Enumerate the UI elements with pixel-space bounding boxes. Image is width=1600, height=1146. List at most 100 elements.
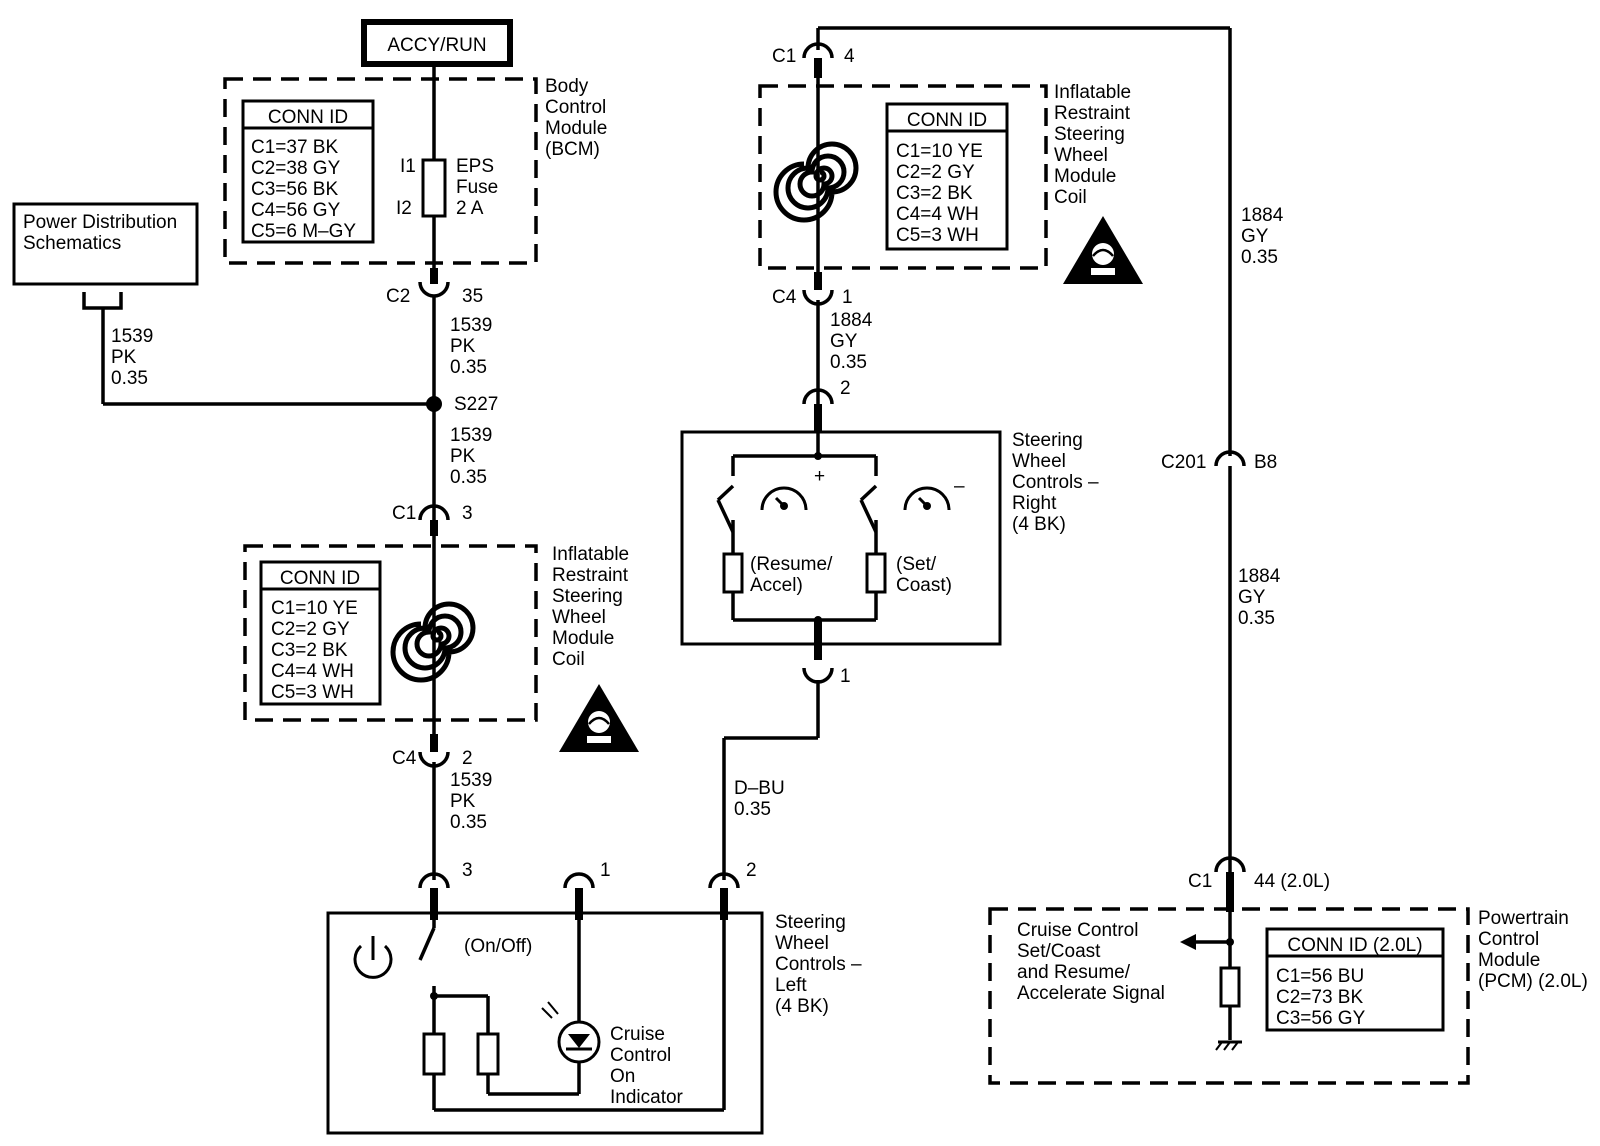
svg-text:PK: PK [450, 446, 476, 467]
svg-text:0.35: 0.35 [450, 467, 487, 488]
resistor-icon [1219, 966, 1241, 1008]
bcm-conn-id-title: CONN ID [268, 107, 348, 128]
fuse-label-line: Fuse [456, 177, 498, 198]
fuse-pin-out: I2 [396, 198, 412, 219]
svg-text:2: 2 [840, 378, 851, 399]
body-control-module: CONN ID C1=37 BK C2=38 GY C3=56 BK C4=56… [223, 76, 607, 265]
svg-text:0.35: 0.35 [734, 799, 771, 820]
svg-text:CONN ID: CONN ID [907, 110, 987, 131]
onoff-label: (On/Off) [464, 936, 532, 957]
svg-text:GY: GY [830, 331, 858, 352]
coil-left-c1-connector: C1 3 [392, 503, 473, 536]
steering-wheel-controls-left: Steering Wheel Controls – Left (4 BK) 3 … [326, 860, 862, 1135]
svg-text:PK: PK [111, 347, 137, 368]
svg-text:Coil: Coil [1054, 187, 1087, 208]
svg-text:1884: 1884 [1238, 566, 1281, 587]
svg-text:C2=73 BK: C2=73 BK [1276, 987, 1363, 1008]
svg-text:C4: C4 [772, 287, 797, 308]
resistor-icon [422, 1032, 446, 1076]
power-distribution-label-1: Power Distribution [23, 212, 177, 233]
svg-text:(Set/: (Set/ [896, 554, 937, 575]
coil-right-c1-connector: C1 4 [772, 42, 855, 78]
svg-text:Steering: Steering [1054, 124, 1125, 145]
svg-text:0.35: 0.35 [450, 812, 487, 833]
svg-text:CONN ID (2.0L): CONN ID (2.0L) [1287, 935, 1422, 956]
svg-text:C2=2 GY: C2=2 GY [271, 619, 350, 640]
svg-text:C3=2 BK: C3=2 BK [896, 183, 973, 204]
svg-text:1: 1 [840, 666, 851, 687]
connector-c201: C201 B8 [1161, 450, 1277, 473]
svg-text:D–BU: D–BU [734, 778, 785, 799]
steering-wheel-controls-right: 2 Steering Wheel Controls – Right (4 BK)… [680, 378, 1099, 687]
svg-text:Restraint: Restraint [552, 565, 629, 586]
wire-label-1884-c: 1884 GY 0.35 [1238, 566, 1281, 629]
svg-text:Left: Left [775, 975, 807, 996]
bcm-conn-row: C4=56 GY [251, 200, 341, 221]
power-button-icon [353, 936, 393, 979]
power-distribution-box: Power Distribution Schematics [12, 202, 199, 286]
svg-text:(4 BK): (4 BK) [1012, 514, 1066, 535]
svg-text:0.35: 0.35 [111, 368, 148, 389]
svg-text:1539: 1539 [450, 425, 492, 446]
svg-text:Module: Module [1054, 166, 1116, 187]
svg-text:GY: GY [1241, 226, 1269, 247]
svg-text:C4: C4 [392, 748, 417, 769]
svg-text:Steering: Steering [552, 586, 623, 607]
bcm-name-line: Body [545, 76, 589, 97]
bcm-connector-c2: C2 35 [386, 268, 483, 307]
svg-text:Wheel: Wheel [1012, 451, 1066, 472]
fuse-pin-in: I1 [400, 156, 416, 177]
svg-text:(4 BK): (4 BK) [775, 996, 829, 1017]
svg-text:C1=10 YE: C1=10 YE [271, 598, 358, 619]
svg-text:1: 1 [600, 860, 611, 881]
splice-s227: S227 [426, 394, 498, 415]
svg-text:C3=56 GY: C3=56 GY [1276, 1008, 1366, 1029]
svg-text:C1: C1 [1188, 871, 1212, 892]
svg-text:Inflatable: Inflatable [1054, 82, 1131, 103]
resume-switch [716, 484, 735, 502]
svg-text:Restraint: Restraint [1054, 103, 1131, 124]
wire-label-1884-a: 1884 GY 0.35 [830, 310, 873, 373]
bcm-conn-row: C2=38 GY [251, 158, 341, 179]
power-distribution-label-2: Schematics [23, 233, 121, 254]
bcm-name-line: (BCM) [545, 139, 600, 160]
svg-text:Control: Control [610, 1045, 671, 1066]
svg-text:2: 2 [462, 748, 473, 769]
speedometer-minus-icon: – [903, 476, 965, 511]
svg-text:and Resume/: and Resume/ [1017, 962, 1131, 983]
wire-label-1539-pd: 1539 PK 0.35 [111, 326, 153, 389]
svg-text:Module: Module [552, 628, 614, 649]
svg-text:PK: PK [450, 791, 476, 812]
wire-d-bu: D–BU 0.35 [722, 680, 820, 880]
svg-text:Powertrain: Powertrain [1478, 908, 1569, 929]
svg-text:CONN ID: CONN ID [280, 568, 360, 589]
resistor-icon [476, 1032, 500, 1076]
svg-text:Cruise: Cruise [610, 1024, 665, 1045]
airbag-warning-icon [1061, 214, 1145, 286]
svg-text:–: – [954, 476, 965, 497]
svg-text:C1: C1 [392, 503, 416, 524]
svg-text:1539: 1539 [111, 326, 153, 347]
svg-text:1539: 1539 [450, 315, 492, 336]
resistor-icon [865, 552, 887, 594]
fuse-label-line: 2 A [456, 198, 484, 219]
svg-text:3: 3 [462, 860, 473, 881]
svg-text:C5=3 WH: C5=3 WH [271, 682, 354, 703]
svg-text:GY: GY [1238, 587, 1266, 608]
ground-icon [1215, 1040, 1242, 1051]
splice-label: S227 [454, 394, 498, 415]
svg-text:3: 3 [462, 503, 473, 524]
svg-text:C2=2 GY: C2=2 GY [896, 162, 975, 183]
bcm-conn-row: C1=37 BK [251, 137, 338, 158]
svg-text:0.35: 0.35 [1241, 247, 1278, 268]
svg-text:Set/Coast: Set/Coast [1017, 941, 1101, 962]
svg-text:Controls –: Controls – [1012, 472, 1099, 493]
bcm-conn-row: C5=6 M–GY [251, 221, 356, 242]
svg-text:On: On [610, 1066, 635, 1087]
wire-label-1539-c: 1539 PK 0.35 [450, 770, 492, 833]
resistor-icon [722, 552, 744, 594]
svg-text:Steering: Steering [775, 912, 846, 933]
airbag-warning-icon [557, 682, 641, 754]
svg-text:4: 4 [844, 46, 855, 67]
power-source-accy-run: ACCY/RUN [361, 19, 513, 67]
